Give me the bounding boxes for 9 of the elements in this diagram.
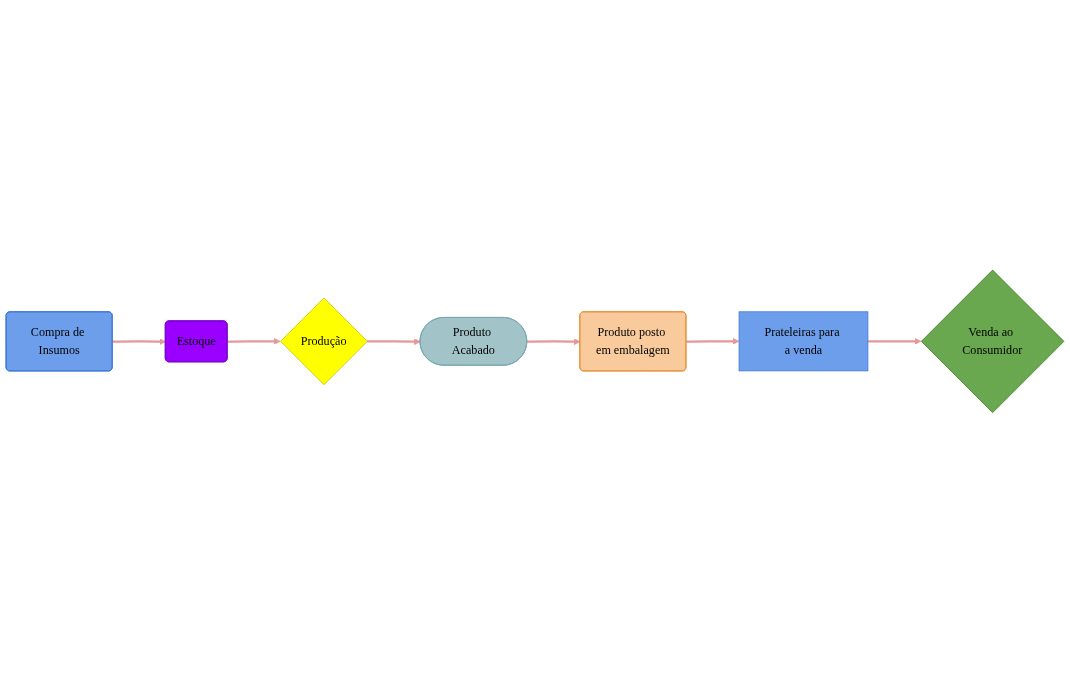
node-diamond: Venda ao Consumidor <box>921 269 1065 413</box>
arrow <box>867 337 922 345</box>
arrow <box>686 337 740 345</box>
node-diamond: Produção <box>280 297 368 385</box>
arrow <box>527 337 581 345</box>
arrow <box>227 337 281 345</box>
node-box: Prateleiras para a venda <box>738 311 869 371</box>
arrow <box>112 337 166 345</box>
arrow <box>366 337 421 345</box>
